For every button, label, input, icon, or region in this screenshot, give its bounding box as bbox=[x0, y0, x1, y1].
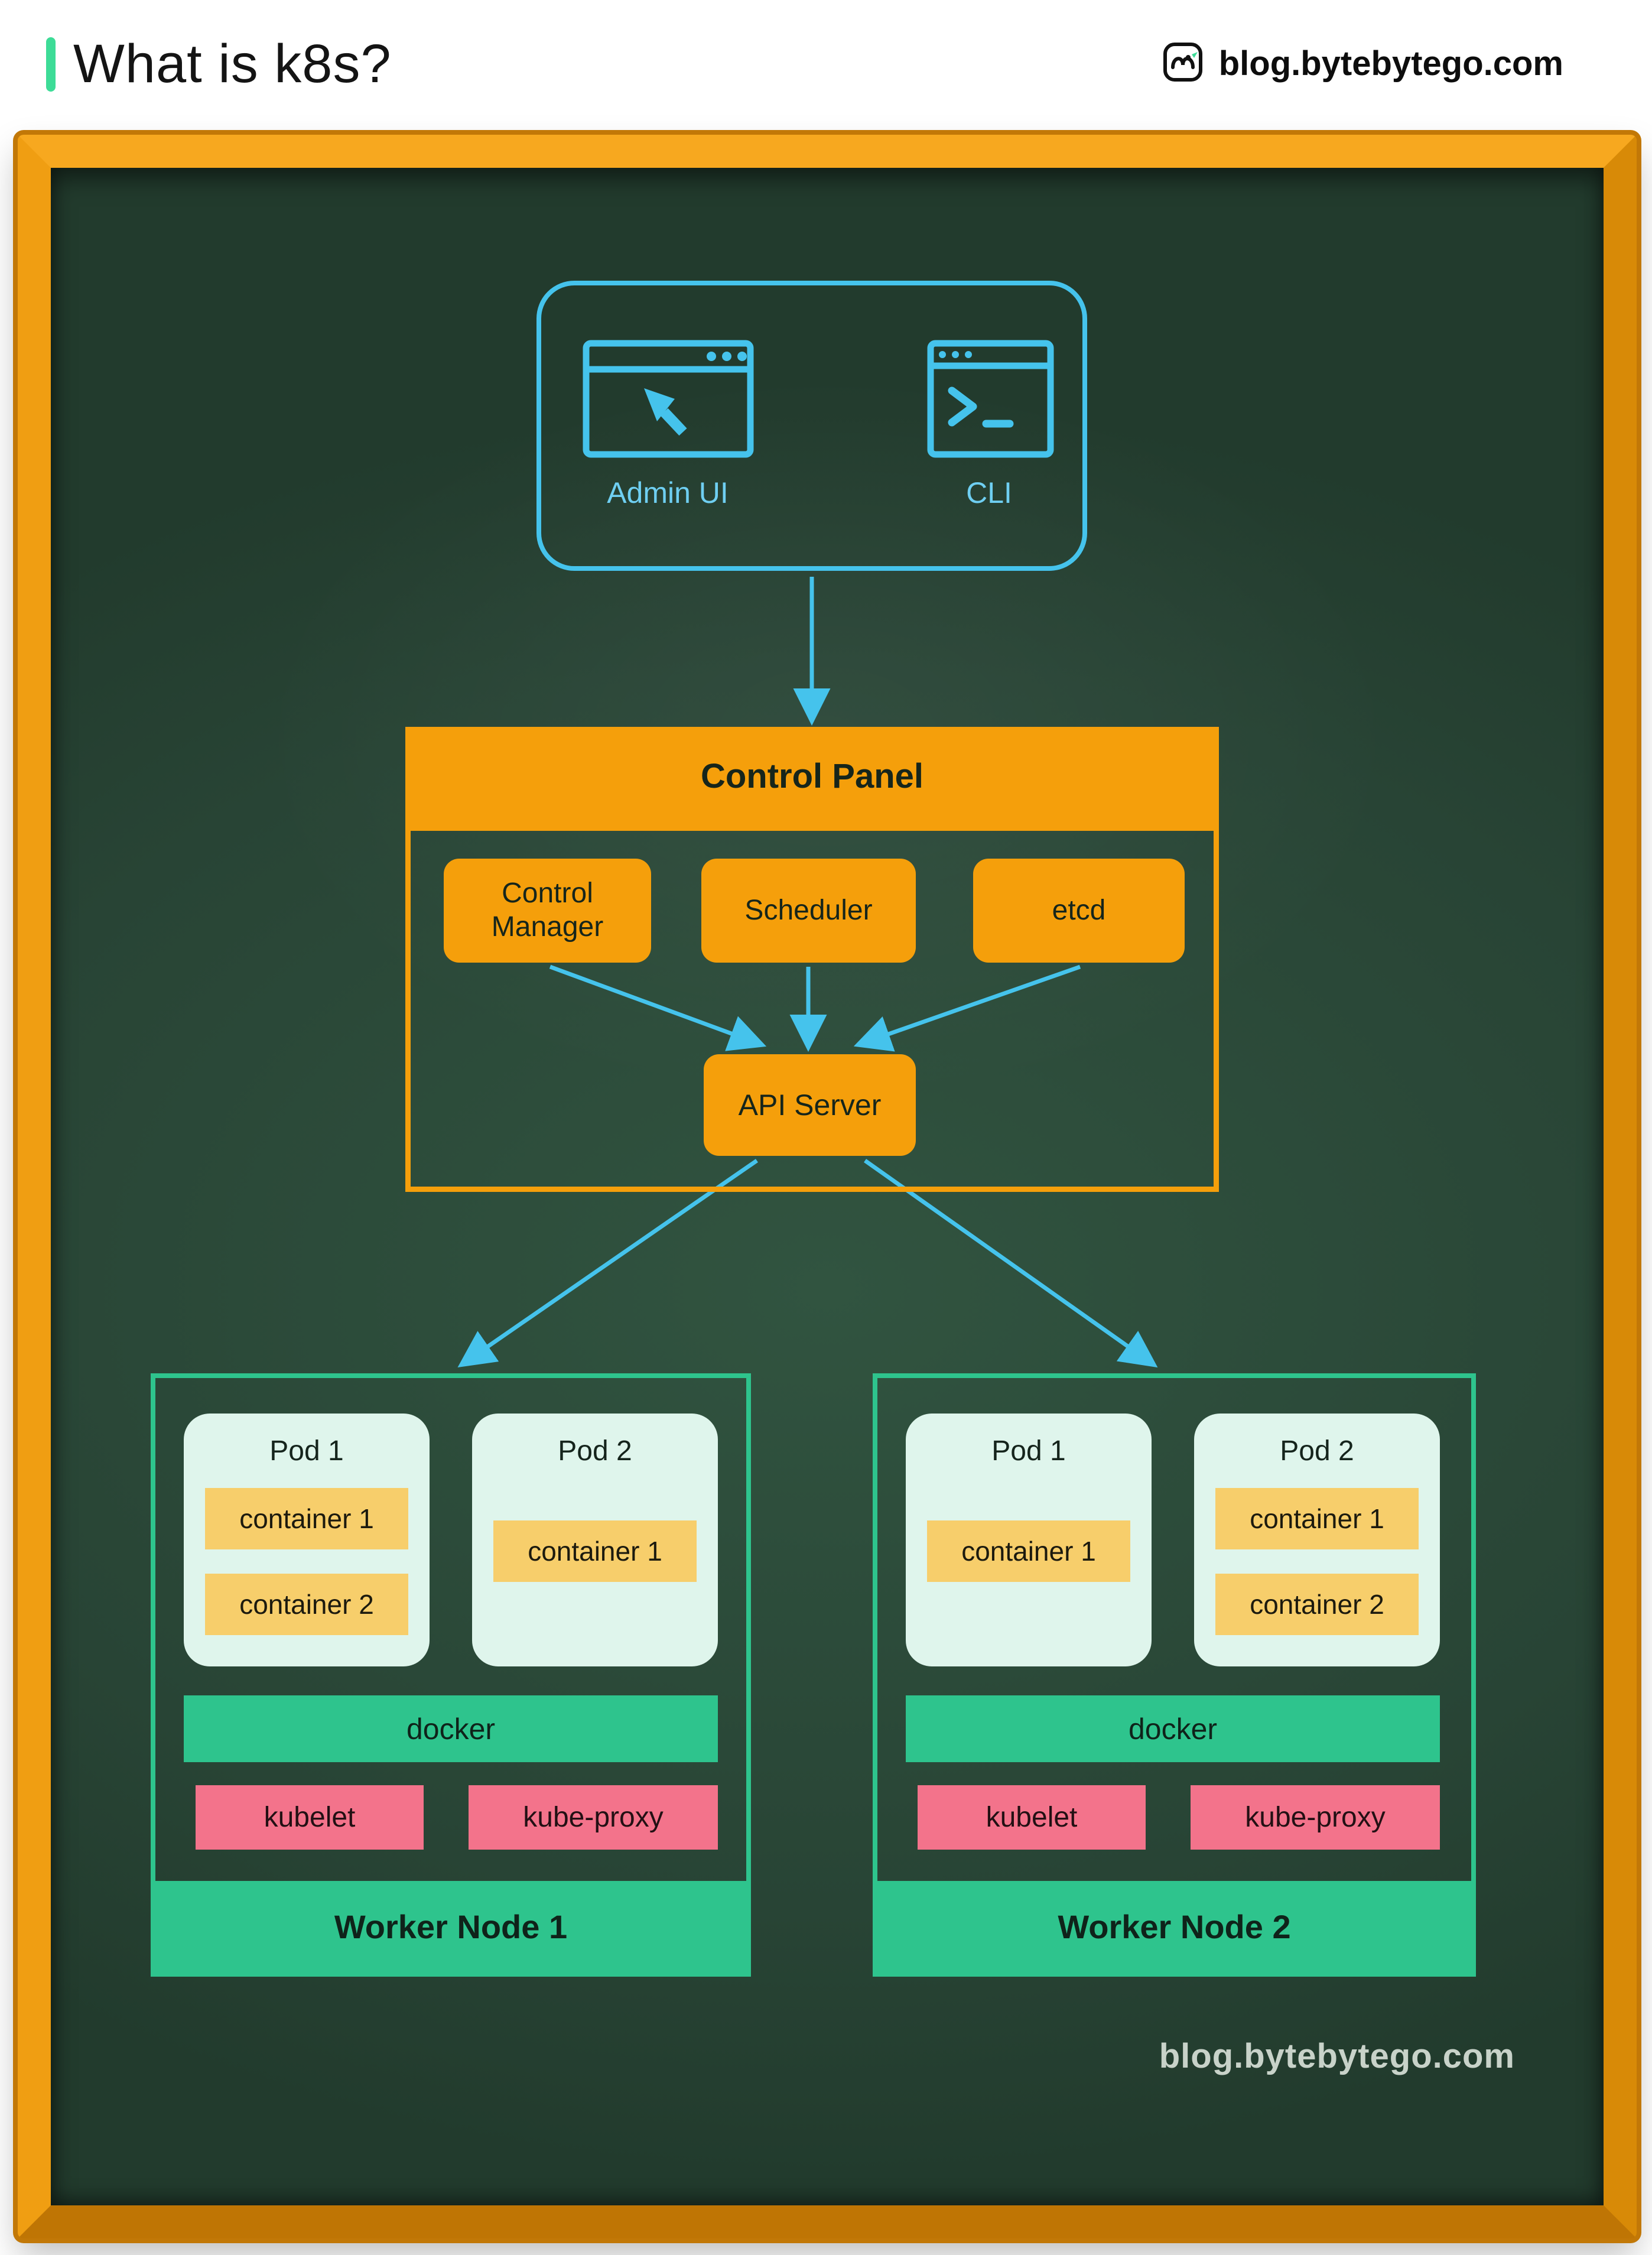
pod-label: Pod 1 bbox=[991, 1435, 1066, 1467]
arrow-api-to-worker-1 bbox=[457, 1159, 758, 1367]
pod: Pod 2 container 1 bbox=[472, 1414, 718, 1666]
docker-bar: docker bbox=[184, 1695, 718, 1762]
chalkboard: Admin UI CLI Control Panel bbox=[51, 168, 1604, 2205]
page-header: What is k8s? blog.bytebytego.com bbox=[0, 0, 1652, 135]
scheduler-box: Scheduler bbox=[701, 859, 916, 963]
page-title: What is k8s? bbox=[73, 34, 392, 94]
pod-label: Pod 1 bbox=[269, 1435, 344, 1467]
pod-label: Pod 2 bbox=[1280, 1435, 1354, 1467]
kube-proxy-box: kube-proxy bbox=[1191, 1785, 1440, 1850]
pod-label: Pod 2 bbox=[558, 1435, 632, 1467]
kube-proxy-box: kube-proxy bbox=[469, 1785, 718, 1850]
pod: Pod 1 container 1 bbox=[906, 1414, 1152, 1666]
api-server-box: API Server bbox=[704, 1054, 916, 1156]
docker-bar: docker bbox=[906, 1695, 1440, 1762]
connector-arrows bbox=[457, 577, 1158, 1368]
title-accent-bar bbox=[46, 37, 56, 92]
cli-label: CLI bbox=[966, 476, 1012, 509]
arrow-api-to-worker-2 bbox=[863, 1159, 1158, 1368]
kubelet-box: kubelet bbox=[196, 1785, 424, 1850]
control-manager-box: Control Manager bbox=[444, 859, 651, 963]
watermark: blog.bytebytego.com bbox=[1159, 2037, 1515, 2075]
admin-ui-browser-icon bbox=[583, 340, 754, 461]
admin-ui-label: Admin UI bbox=[607, 476, 729, 509]
brand-text: blog.bytebytego.com bbox=[1218, 44, 1563, 83]
container-box: container 1 bbox=[205, 1488, 408, 1549]
kubelet-box: kubelet bbox=[918, 1785, 1146, 1850]
container-box: container 2 bbox=[205, 1574, 408, 1635]
arrow-etcd-to-api bbox=[853, 964, 1081, 1052]
etcd-box: etcd bbox=[973, 859, 1185, 963]
brand-block: blog.bytebytego.com bbox=[1162, 41, 1563, 86]
picture-frame: Admin UI CLI Control Panel bbox=[18, 135, 1637, 2238]
worker-node-1: Pod 1 container 1 container 2 Pod 2 cont… bbox=[151, 1373, 751, 1977]
container-box: container 2 bbox=[1215, 1574, 1419, 1635]
container-box: container 1 bbox=[493, 1520, 697, 1582]
bytebytego-logo-icon bbox=[1162, 41, 1204, 86]
arrow-control-manager-to-api bbox=[549, 964, 767, 1051]
pod: Pod 1 container 1 container 2 bbox=[184, 1414, 430, 1666]
title-block: What is k8s? bbox=[46, 33, 392, 95]
worker-node-footer: Worker Node 1 bbox=[155, 1881, 746, 1972]
worker-node-footer: Worker Node 2 bbox=[877, 1881, 1471, 1972]
cli-terminal-icon bbox=[927, 340, 1054, 461]
worker-node-2: Pod 1 container 1 Pod 2 container 1 cont… bbox=[873, 1373, 1476, 1977]
container-box: container 1 bbox=[927, 1520, 1130, 1582]
pod: Pod 2 container 1 container 2 bbox=[1194, 1414, 1440, 1666]
container-box: container 1 bbox=[1215, 1488, 1419, 1549]
control-panel-title: Control Panel bbox=[405, 727, 1219, 826]
control-panel-body bbox=[405, 826, 1219, 1192]
clients-group: Admin UI CLI bbox=[536, 281, 1087, 571]
